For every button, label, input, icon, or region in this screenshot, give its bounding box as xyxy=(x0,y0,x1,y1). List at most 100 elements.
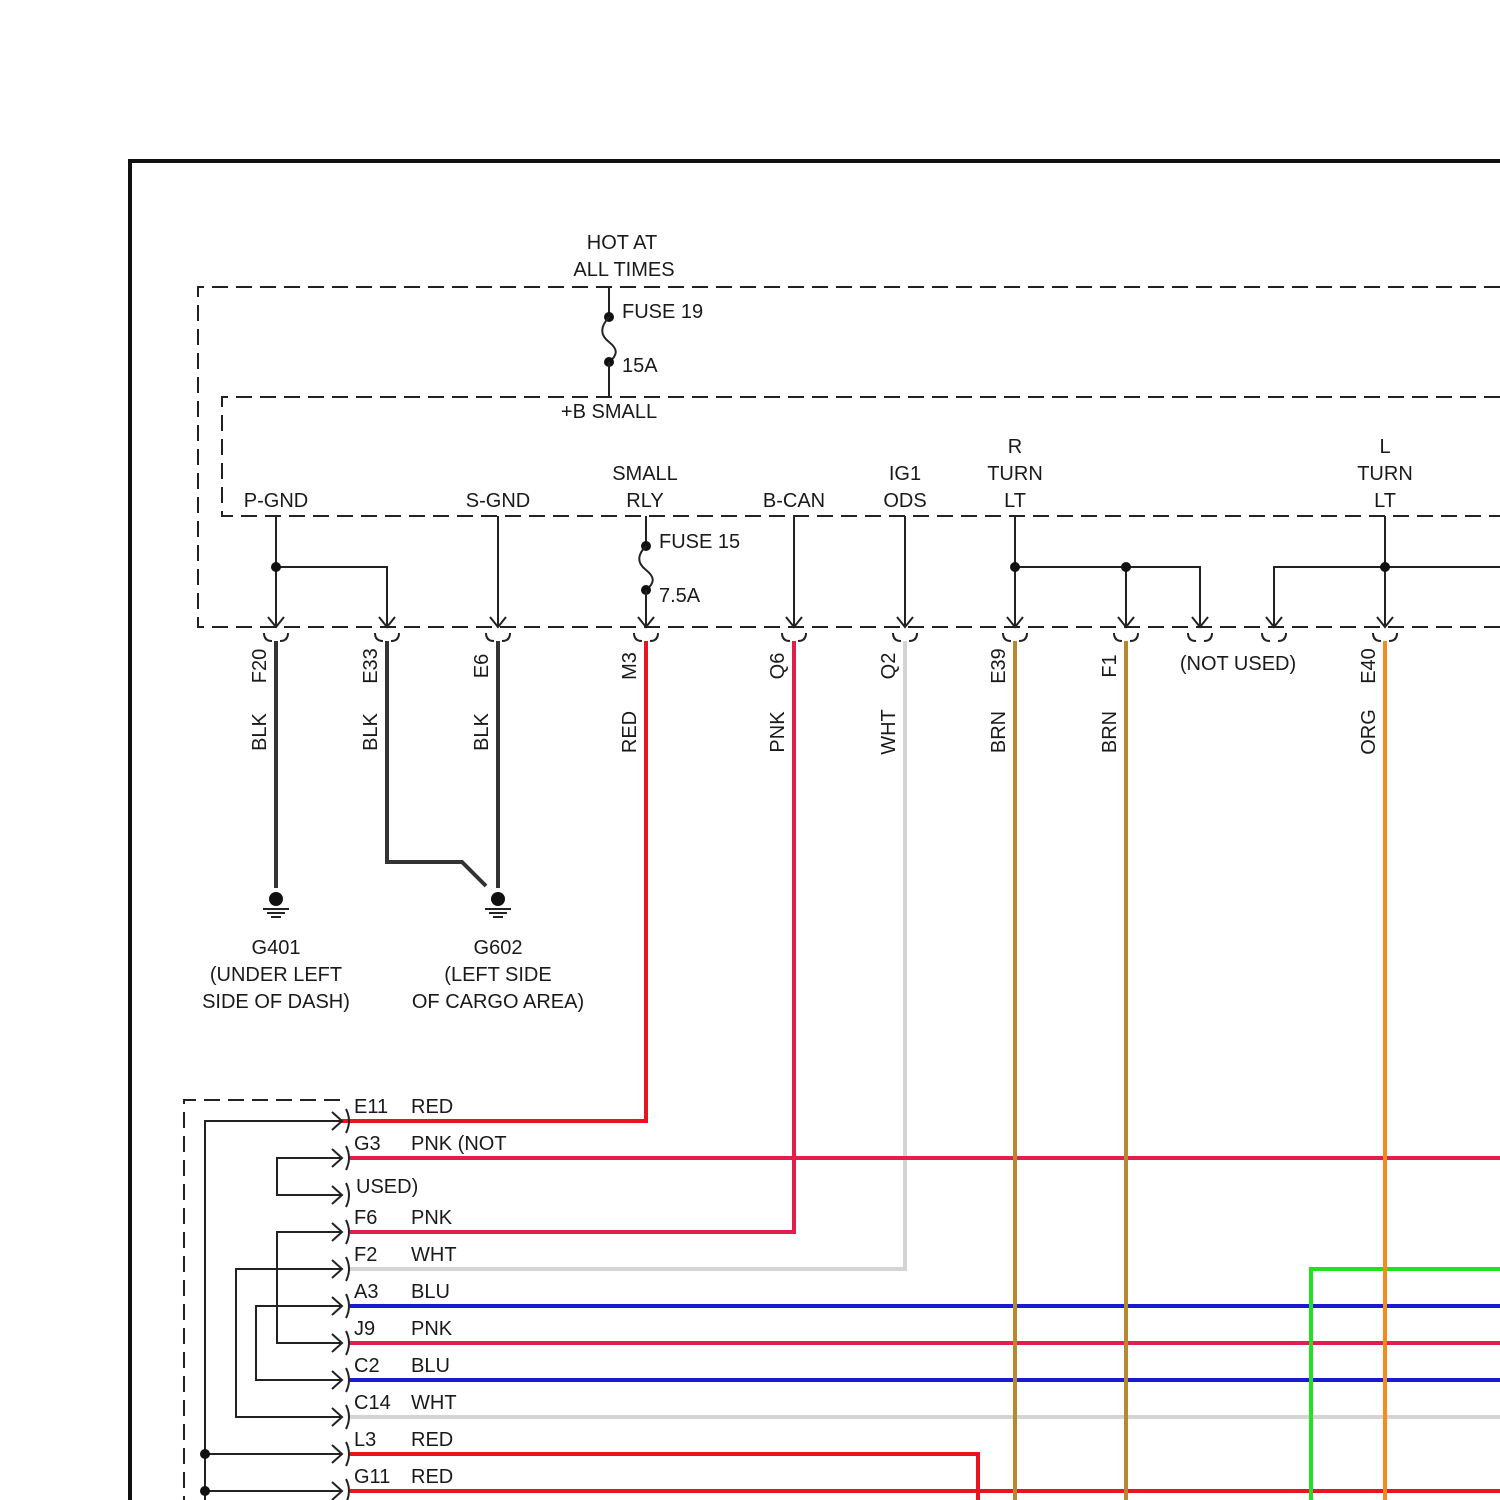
row-pin-label: F2 xyxy=(354,1244,377,1266)
wire-color-label: BRN xyxy=(1099,711,1121,753)
connector-link xyxy=(205,1454,342,1491)
terminal-label-l_turn: L xyxy=(1379,436,1390,458)
connector-terminal xyxy=(1003,633,1027,641)
terminal-label-pgnd: P-GND xyxy=(244,490,308,512)
connector-link xyxy=(277,1232,342,1343)
wire-color-label: BRN xyxy=(988,711,1010,753)
all-times-label: ALL TIMES xyxy=(573,259,674,281)
fuse-19-name: FUSE 19 xyxy=(622,301,703,323)
terminal-label-r_turn: R xyxy=(1008,436,1022,458)
pin-id-label: F1 xyxy=(1099,654,1121,677)
connector-terminal xyxy=(1373,633,1397,641)
connector-terminal xyxy=(634,633,658,641)
connector-terminal xyxy=(1114,633,1138,641)
wire-color-label: BLK xyxy=(471,712,493,750)
green-wire xyxy=(1311,1269,1500,1500)
connector-terminal xyxy=(346,1257,349,1281)
row-color-label: WHT xyxy=(411,1392,457,1414)
internal-wiring: FUSE 15 7.5A xyxy=(271,516,1500,627)
terminal-label-r_turn: LT xyxy=(1004,490,1026,512)
fuse-19: FUSE 19 15A xyxy=(602,287,703,397)
connector-terminal xyxy=(346,1479,349,1500)
connector-row: G3 PNK (NOT xyxy=(332,1133,507,1170)
wire-color-label: RED xyxy=(619,711,641,753)
hot-at-label: HOT AT xyxy=(587,232,657,254)
row-pin-label: C2 xyxy=(354,1355,380,1377)
not-used-label: (NOT USED) xyxy=(1180,653,1296,675)
connector-link xyxy=(277,1158,342,1195)
connector-terminal xyxy=(264,633,288,641)
terminal-label-r_turn: TURN xyxy=(987,463,1043,485)
connector-row: USED) xyxy=(332,1176,418,1207)
pin-id-label: F20 xyxy=(249,649,271,683)
wire-color-label: ORG xyxy=(1358,709,1380,755)
row-color-label: BLU xyxy=(411,1281,450,1303)
wire-color-label: BLK xyxy=(249,712,271,750)
connector-row: F6PNK xyxy=(332,1207,453,1244)
row-color-label: BLU xyxy=(411,1355,450,1377)
pin-id-label: E33 xyxy=(360,648,382,684)
row-pin-label: E11 xyxy=(354,1096,388,1118)
connector-row: C2 BLU xyxy=(332,1355,450,1392)
b-small-label: +B SMALL xyxy=(561,401,657,423)
connector-row: E11 RED xyxy=(332,1096,453,1133)
connector-terminal xyxy=(346,1294,349,1318)
ground-icon xyxy=(485,909,511,917)
ground-g602: G602 (LEFT SIDE OF CARGO AREA) xyxy=(412,892,584,1013)
row-pin-label: A3 xyxy=(354,1281,378,1303)
terminal-label-ig1_ods: IG1 xyxy=(889,463,921,485)
connector-terminal xyxy=(782,633,806,641)
pin-id-label: E6 xyxy=(471,654,493,678)
ground-label: (LEFT SIDE xyxy=(444,964,551,986)
row-color-label: RED xyxy=(411,1466,453,1488)
wire-color-label: WHT xyxy=(878,709,900,755)
pin-id-label: E40 xyxy=(1358,648,1380,684)
row-pin-label: J9 xyxy=(354,1318,375,1340)
ground-label: SIDE OF DASH) xyxy=(202,991,350,1013)
wires xyxy=(276,641,1500,1500)
ground-node xyxy=(491,892,505,906)
ground-icon xyxy=(263,909,289,917)
connector-terminal xyxy=(1188,633,1212,641)
connector-row: F2 WHT xyxy=(332,1244,457,1281)
connector-terminal xyxy=(346,1146,349,1170)
row-pin-label: G3 xyxy=(354,1133,381,1155)
fuse-15-name: FUSE 15 xyxy=(659,531,740,553)
connector-terminal xyxy=(346,1220,349,1244)
terminal-label-small_rly: SMALL xyxy=(612,463,678,485)
row-color-label: RED xyxy=(411,1096,453,1118)
ground-label: G401 xyxy=(252,937,301,959)
ground-label: G602 xyxy=(474,937,523,959)
row-color-label: PNK (NOT xyxy=(411,1133,507,1155)
connector-row: A3 BLU xyxy=(332,1281,450,1318)
ground-label: OF CARGO AREA) xyxy=(412,991,584,1013)
pin-id-label: M3 xyxy=(619,652,641,680)
fuse-15-rating: 7.5A xyxy=(659,585,701,607)
connector-terminal xyxy=(346,1442,349,1466)
connector-outline xyxy=(184,1100,340,1500)
module-outline xyxy=(222,397,1500,516)
terminal-label-ig1_ods: ODS xyxy=(883,490,926,512)
connector-link xyxy=(205,1121,342,1500)
connector-terminal xyxy=(346,1331,349,1355)
pin-id-label: E39 xyxy=(988,648,1010,684)
connector-terminal xyxy=(346,1183,349,1207)
connector-terminal xyxy=(486,633,510,641)
fuse-box-outline xyxy=(198,287,1500,627)
fuse-19-rating: 15A xyxy=(622,355,658,377)
row-color-label: WHT xyxy=(411,1244,457,1266)
terminal-label-l_turn: TURN xyxy=(1357,463,1413,485)
connector-terminal xyxy=(1262,633,1286,641)
row-color-label: PNK xyxy=(411,1207,453,1229)
junction-dot xyxy=(200,1486,210,1496)
terminal-label-bcan: B-CAN xyxy=(763,490,825,512)
connector-terminal xyxy=(346,1368,349,1392)
ground-node xyxy=(269,892,283,906)
row-pin-label: G11 xyxy=(354,1466,390,1488)
terminal-arrows xyxy=(264,617,1397,641)
row-pin-label: L3 xyxy=(354,1429,376,1451)
